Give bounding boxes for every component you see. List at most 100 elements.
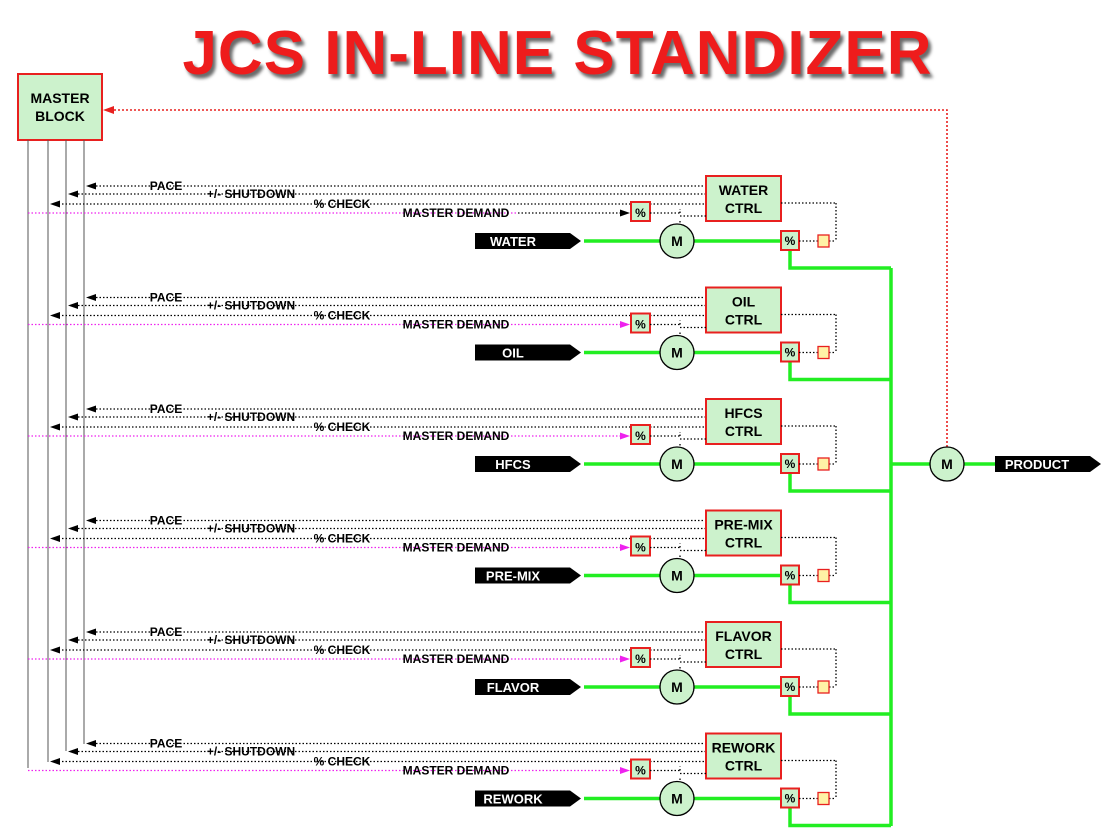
controller-box[interactable] [705, 175, 782, 222]
percent-check-label: % CHECK [314, 309, 371, 323]
percent-check-arrowhead [50, 758, 60, 765]
ratio-percent-label: % [635, 429, 646, 443]
analyzer-percent-label: % [785, 792, 796, 806]
flow-meter[interactable] [659, 780, 695, 817]
stream-tag [475, 790, 581, 807]
shutdown-label: +/- SHUTDOWN [207, 745, 295, 759]
shutdown-arrowhead [68, 525, 78, 532]
stream-tag [475, 567, 581, 584]
controller-box[interactable] [705, 398, 782, 445]
analyzer-percent-label: % [785, 680, 796, 694]
percent-check-label: % CHECK [314, 420, 371, 434]
percent-check-label: % CHECK [314, 532, 371, 546]
master-demand-arrowhead [620, 432, 630, 440]
flow-meter-label: M [671, 233, 683, 249]
percent-check-arrowhead [50, 200, 60, 208]
shutdown-label: +/- SHUTDOWN [207, 299, 295, 313]
ratio-percent-label: % [635, 318, 646, 332]
percent-check-arrowhead [50, 312, 60, 319]
controller-ctrl-label: CTRL [725, 200, 763, 216]
percent-check-arrowhead [50, 535, 60, 542]
shutdown-arrowhead [68, 190, 78, 198]
pace-arrowhead [86, 182, 96, 190]
master-demand-label: MASTER DEMAND [403, 541, 510, 555]
ratio-percent-box[interactable] [630, 758, 651, 780]
pace-arrowhead [86, 628, 96, 636]
flow-meter[interactable] [659, 669, 695, 705]
shutdown-label: +/- SHUTDOWN [207, 187, 295, 201]
flow-meter-label: M [671, 791, 683, 807]
flow-to-header [788, 808, 891, 828]
shutdown-label: +/- SHUTDOWN [207, 633, 295, 647]
flow-meter[interactable] [659, 446, 695, 482]
small-valve-box[interactable] [817, 791, 830, 806]
product-flow-meter[interactable] [929, 446, 965, 482]
master-demand-label: MASTER DEMAND [403, 318, 510, 332]
stream-tag-label: HFCS [495, 457, 531, 472]
flow-to-header [788, 362, 891, 382]
flow-to-header [788, 697, 891, 716]
ratio-percent-box[interactable] [630, 535, 651, 557]
shutdown-arrowhead [68, 636, 78, 644]
flow-meter[interactable] [659, 334, 695, 371]
small-valve-box[interactable] [817, 680, 830, 694]
ratio-percent-box[interactable] [630, 647, 651, 668]
controller-ctrl-label: CTRL [725, 646, 763, 662]
controller-box[interactable] [705, 286, 782, 334]
flow-meter-label: M [671, 568, 683, 584]
controller-ctrl-label: CTRL [725, 535, 763, 551]
shutdown-label: +/- SHUTDOWN [207, 410, 295, 424]
controller-box[interactable] [705, 732, 782, 780]
product-tag [995, 456, 1101, 472]
master-block[interactable] [17, 73, 103, 141]
flow-to-header [788, 251, 891, 270]
controller-box[interactable] [705, 509, 782, 557]
flow-to-header [788, 474, 891, 493]
analyzer-percent-label: % [785, 346, 796, 360]
percent-check-label: % CHECK [314, 755, 371, 769]
controller-name: PRE-MIX [714, 517, 773, 533]
product-label: PRODUCT [1005, 457, 1069, 472]
small-valve-box[interactable] [817, 234, 830, 248]
pace-label: PACE [150, 402, 182, 416]
ratio-percent-box[interactable] [630, 424, 651, 445]
master-demand-label: MASTER DEMAND [403, 206, 510, 220]
ratio-percent-box[interactable] [630, 312, 651, 334]
ratio-percent-label: % [635, 764, 646, 778]
flow-meter[interactable] [659, 223, 695, 259]
shutdown-arrowhead [68, 302, 78, 309]
small-valve-box[interactable] [817, 457, 830, 471]
feedback-line [110, 109, 948, 447]
controller-ctrl-label: CTRL [725, 312, 763, 328]
controller-box[interactable] [705, 621, 782, 668]
controller-name: WATER [719, 182, 769, 198]
controller-name: REWORK [712, 740, 776, 756]
small-valve-box[interactable] [817, 568, 830, 583]
pace-label: PACE [150, 625, 182, 639]
stream-tag [475, 233, 581, 249]
pace-arrowhead [86, 517, 96, 524]
master-block-label-line1: MASTER [30, 90, 89, 106]
small-valve-box[interactable] [817, 345, 830, 360]
flow-meter-label: M [671, 345, 683, 361]
controller-name: OIL [732, 294, 756, 310]
pace-arrowhead [86, 405, 96, 413]
flow-meter[interactable] [659, 557, 695, 594]
page-title: JCS IN-LINE STANDIZER [182, 19, 933, 88]
master-demand-arrowhead [620, 321, 630, 328]
shutdown-arrowhead [68, 413, 78, 421]
controller-name: FLAVOR [715, 628, 772, 644]
ratio-percent-box[interactable] [630, 201, 651, 222]
stream-tag-label: REWORK [483, 792, 543, 807]
master-demand-label: MASTER DEMAND [403, 764, 510, 778]
percent-check-arrowhead [50, 646, 60, 654]
controller-ctrl-label: CTRL [725, 758, 763, 774]
pace-label: PACE [150, 514, 182, 528]
master-demand-arrowhead [620, 767, 630, 774]
stream-tag [475, 456, 581, 472]
pace-arrowhead [86, 740, 96, 747]
flow-meter-label: M [671, 456, 683, 472]
percent-check-label: % CHECK [314, 197, 371, 211]
stream-tag-label: FLAVOR [487, 680, 540, 695]
